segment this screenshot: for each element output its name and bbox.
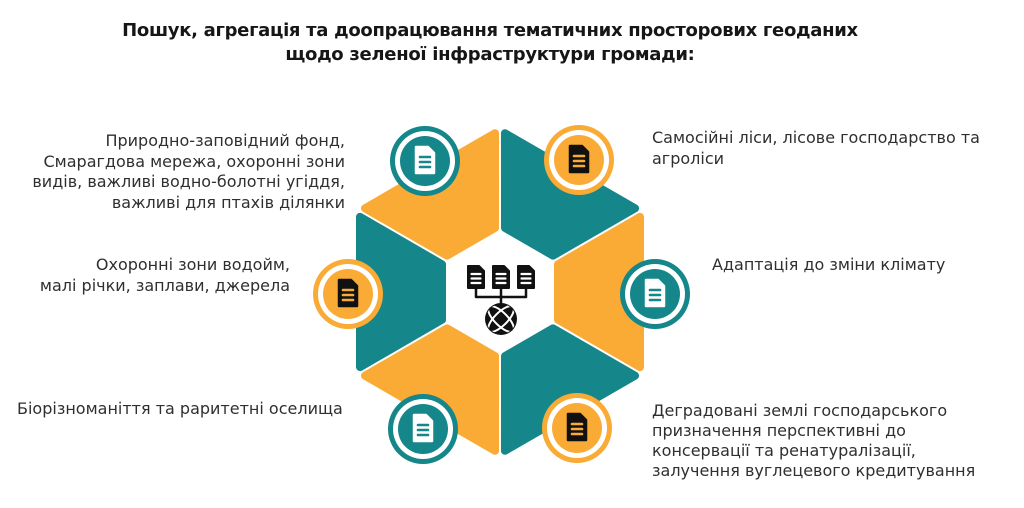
label-line: Природно-заповідний фонд, [105, 131, 345, 150]
label-line: Самосійні ліси, лісове господарство та [652, 128, 980, 147]
label-top-right: Самосійні ліси, лісове господарство та а… [652, 127, 980, 169]
database-network-globe-icon [466, 264, 536, 335]
page-title: Пошук, агрегація та доопрацювання темати… [90, 19, 890, 67]
document-icon [618, 257, 692, 331]
label-line: малі річки, заплави, джерела [39, 275, 290, 295]
title-line-1: Пошук, агрегація та доопрацювання темати… [122, 20, 858, 41]
title-line-2: щодо зеленої інфраструктури громади: [285, 44, 695, 65]
document-icon [386, 392, 460, 466]
label-line: призначення перспективні до [652, 421, 906, 440]
label-line: важливі для птахів ділянки [111, 192, 345, 212]
label-line: видів, важливі водно-болотні угіддя, [32, 172, 345, 191]
label-line: Адаптація до зміни клімату [712, 255, 946, 274]
document-icon [311, 257, 385, 331]
label-line: Охоронні зони водойм, [95, 255, 290, 274]
label-line: консервації та ренатуралізації, [652, 441, 916, 460]
label-line: Смарагдова мережа, охоронні зони [43, 151, 346, 171]
label-line: Деградовані землі господарського [652, 401, 948, 420]
label-line: агроліси [652, 149, 725, 168]
label-bottom-left: Біорізноманіття та раритетні оселища [17, 399, 343, 420]
label-top-left: Природно-заповідний фонд, Смарагдова мер… [32, 131, 345, 213]
label-line: Біорізноманіття та раритетні оселища [17, 399, 343, 418]
document-icon [542, 123, 616, 197]
document-icon [388, 124, 462, 198]
label-left: Охоронні зони водойм, малі річки, заплав… [40, 255, 290, 296]
label-bottom-right: Деградовані землі господарського признач… [652, 401, 975, 481]
document-icon [540, 391, 614, 465]
label-line: залучення вуглецевого кредитування [652, 461, 976, 480]
label-right: Адаптація до зміни клімату [712, 255, 945, 276]
